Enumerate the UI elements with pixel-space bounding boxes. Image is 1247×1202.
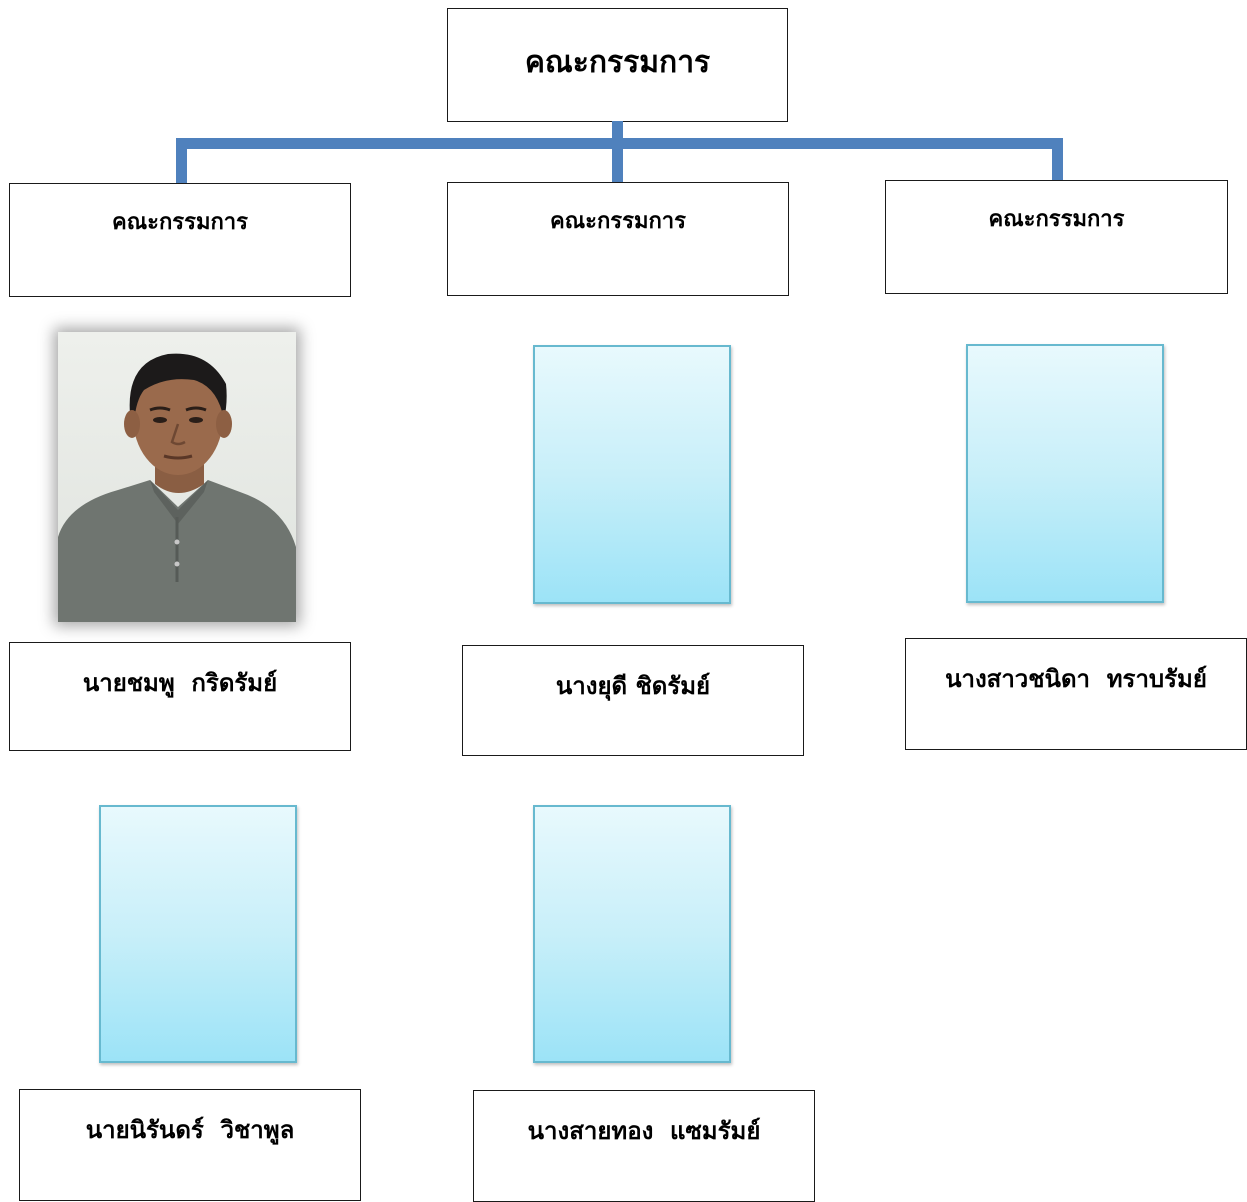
role-title: คณะกรรมการ: [988, 207, 1125, 232]
connector-horizontal: [176, 138, 1063, 149]
connector-left-drop: [176, 138, 187, 183]
top-committee-title: คณะกรรมการ: [524, 45, 711, 80]
member-name: นางสายทอง แซมรัมย์: [527, 1117, 761, 1145]
member-name: นายชมพู กริดรัมย์: [82, 669, 278, 697]
role-title: คณะกรรมการ: [112, 210, 248, 235]
member-name: นายนิรันดร์ วิชาพูล: [85, 1116, 295, 1144]
connector-right-drop: [1052, 138, 1063, 181]
role-box-left: คณะกรรมการ: [9, 183, 351, 297]
member-name-box: นางยุดี ชิดรัมย์: [462, 645, 804, 756]
role-box-right: คณะกรรมการ: [885, 180, 1228, 294]
member-name-box: นายชมพู กริดรัมย์: [9, 642, 351, 751]
person-photo-icon: [58, 332, 296, 622]
top-committee-box: คณะกรรมการ: [447, 8, 788, 122]
connector-stem: [612, 121, 623, 182]
member-name: นางยุดี ชิดรัมย์: [555, 672, 711, 700]
role-box-center: คณะกรรมการ: [447, 182, 789, 296]
photo-placeholder: [533, 345, 731, 604]
photo-placeholder: [99, 805, 297, 1063]
member-name-box: นางสาวชนิดา ทราบรัมย์: [905, 638, 1247, 750]
member-name-box: นายนิรันดร์ วิชาพูล: [19, 1089, 361, 1201]
photo-placeholder: [966, 344, 1164, 603]
role-title: คณะกรรมการ: [550, 209, 686, 234]
photo-placeholder: [533, 805, 731, 1063]
member-name-box: นางสายทอง แซมรัมย์: [473, 1090, 815, 1202]
member-name: นางสาวชนิดา ทราบรัมย์: [945, 665, 1207, 693]
member-photo: [58, 332, 296, 622]
